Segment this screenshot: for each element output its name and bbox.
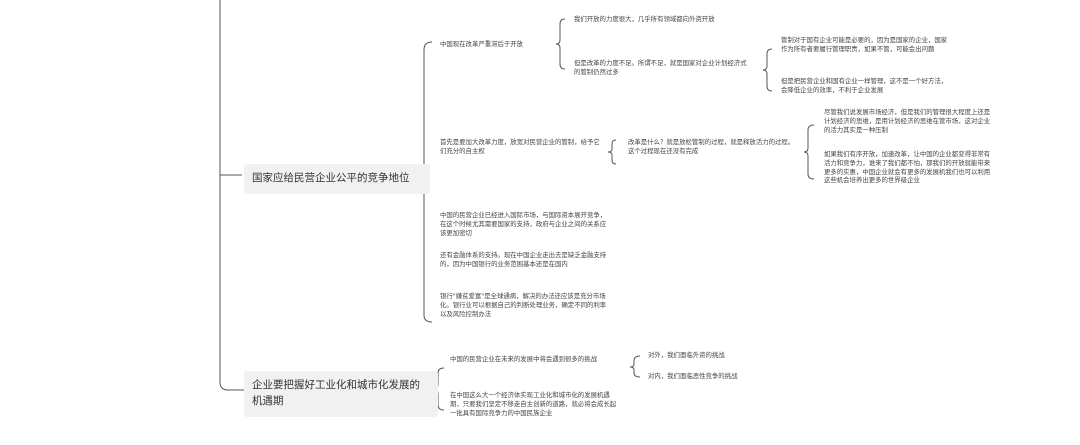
b2a-brace: [803, 124, 815, 180]
c1-brace: [629, 355, 641, 378]
node-domestic-challenge[interactable]: 对内，我们面临恶性竞争的挑战: [648, 372, 738, 380]
node-reform-insufficient[interactable]: 但是改革的力度不足。所谓不足，就是国家对企业计划经济式的管制仍然过多: [574, 59, 747, 76]
node-reform-lags-opening[interactable]: 中国现在改革严重滞后于开放: [440, 40, 524, 48]
root-trunk-line: [219, 0, 244, 391]
node-private-same-as-soe[interactable]: 但是把民营企业和国有企业一样管理，这不是一个好方法，会降低企业的效率，不利于企业…: [781, 77, 948, 94]
node-increase-reform[interactable]: 首先是要加大改革力度，放宽对民营企业的管制，给予它们充分的自主权: [440, 138, 600, 155]
node-bank-marketization[interactable]: 银行"嫌贫爱富"是全球通病，解决的办法还应该是充分市场化。银行业可以根据自己的判…: [440, 292, 607, 318]
node-future-challenges[interactable]: 中国的民营企业在未来的发展中将会遇到很多的挑战: [450, 355, 597, 363]
node-planned-economy-thinking[interactable]: 尽管我们说发展市场经济，但是我们的管理很大程度上还是计划经济的思维，是用计划经济…: [824, 108, 991, 134]
b1-brace: [555, 18, 566, 70]
main-topic-fair-competition[interactable]: 国家应给民营企业公平的竞争地位: [244, 164, 430, 194]
b1b-brace: [762, 48, 773, 92]
node-what-is-reform[interactable]: 改革是什么？就是放松管制的过程，就是释放活力的过程。这个过程现在还没有完成: [628, 138, 795, 155]
main-topic-industrialization-opportunity[interactable]: 企业要把握好工业化和城市化发展的机遇期: [244, 371, 438, 417]
node-orderly-opening[interactable]: 如果我们有序开放，加速改革，让中国的企业都变得非常有活力和竞争力，谁来了我们都不…: [824, 150, 991, 185]
node-opening-strength[interactable]: 我们开放的力度很大，几乎所有领域都向外资开放: [574, 15, 715, 23]
node-financial-support[interactable]: 还有金融体系的支持。现在中国企业走出去是缺乏金融支持的，因为中国银行的业务范围基…: [440, 251, 607, 268]
node-soe-regulation[interactable]: 管制对于国有企业可能是必要的，因为是国家的企业，国家作为所有者要履行管理职责，如…: [781, 36, 948, 53]
node-foreign-challenge[interactable]: 对外，我们面临外资的挑战: [648, 351, 725, 359]
node-international-market[interactable]: 中国的民营企业已经进入国际市场，与国际资本展开竞争，在这个时候尤其需要国家的支持…: [440, 211, 607, 237]
node-independent-innovation[interactable]: 在中国这么大一个经济体实现工业化和城市化的发展机遇期，只要我们坚定不移走自主创新…: [450, 391, 617, 417]
b2-brace: [607, 139, 617, 165]
